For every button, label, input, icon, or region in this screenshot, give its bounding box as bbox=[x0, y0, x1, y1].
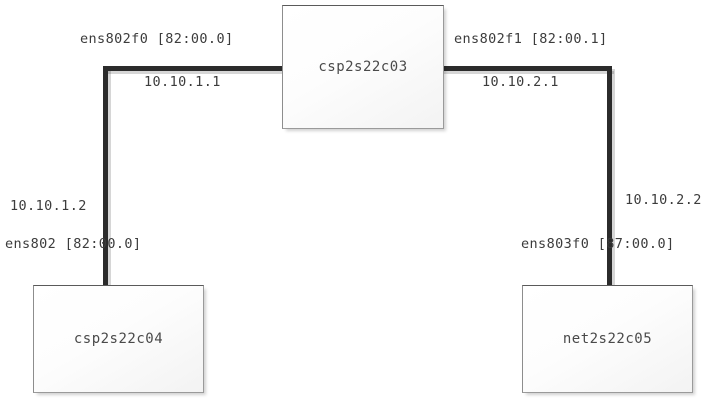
link-left-vertical-segment bbox=[103, 66, 108, 288]
node-net2s22c05-label: net2s22c05 bbox=[562, 331, 653, 347]
link-right-target-interface-label: ens803f0 [87:00.0] bbox=[521, 236, 675, 252]
link-right-vertical-shadow bbox=[612, 69, 615, 290]
link-left-vertical-shadow bbox=[108, 69, 111, 290]
link-right-source-ip-label: 10.10.2.1 bbox=[482, 74, 559, 90]
link-right-source-interface-label: ens802f1 [82:00.1] bbox=[454, 31, 608, 47]
node-csp2s22c03[interactable]: csp2s22c03 bbox=[282, 5, 444, 129]
node-csp2s22c03-label: csp2s22c03 bbox=[318, 59, 408, 75]
link-right-horizontal-segment bbox=[441, 66, 612, 71]
node-csp2s22c04-label: csp2s22c04 bbox=[73, 331, 164, 347]
link-left-source-interface-label: ens802f0 [82:00.0] bbox=[80, 31, 234, 47]
link-left-horizontal-shadow bbox=[105, 71, 287, 74]
node-net2s22c05[interactable]: net2s22c05 bbox=[522, 285, 693, 393]
link-left-target-ip-label: 10.10.1.2 bbox=[10, 198, 87, 214]
link-right-target-ip-label: 10.10.2.2 bbox=[625, 192, 702, 208]
link-left-source-ip-label: 10.10.1.1 bbox=[144, 74, 221, 90]
node-csp2s22c04[interactable]: csp2s22c04 bbox=[33, 285, 204, 393]
link-right-horizontal-shadow bbox=[443, 71, 614, 74]
link-right-vertical-segment bbox=[607, 66, 612, 288]
link-left-horizontal-segment bbox=[103, 66, 285, 71]
link-left-target-interface-label: ens802 [82:00.0] bbox=[5, 236, 142, 252]
